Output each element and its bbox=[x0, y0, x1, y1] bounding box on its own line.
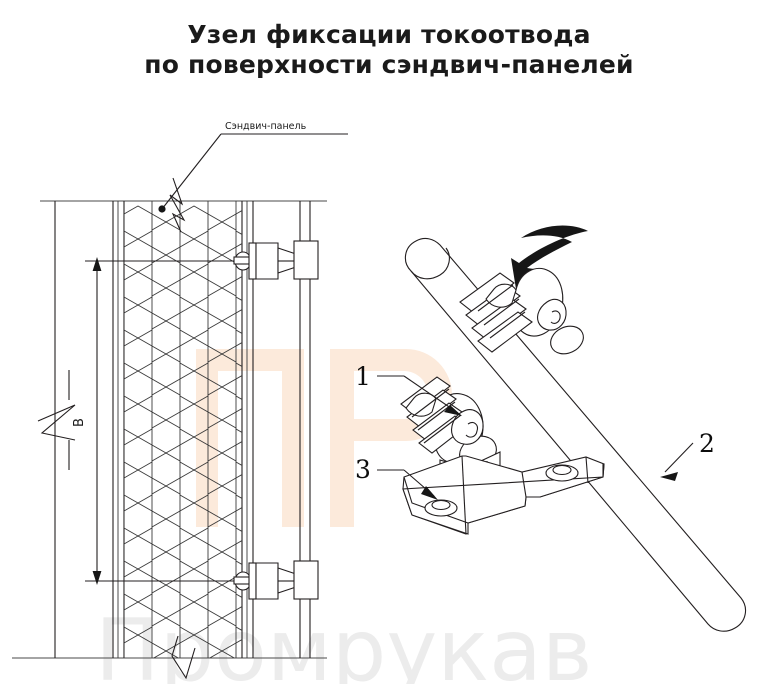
top-break-symbol bbox=[169, 177, 186, 233]
clamp-fastener-lower bbox=[113, 560, 319, 600]
dimension-B: В bbox=[37, 257, 130, 585]
bottom-break-symbol bbox=[171, 635, 196, 680]
callout-2-number: 2 bbox=[699, 429, 715, 458]
honeycomb-core bbox=[124, 201, 242, 658]
dimension-label-B: В bbox=[72, 418, 87, 427]
dim-arrow-down bbox=[92, 571, 102, 585]
wall-section-left: Сэндвич-панель bbox=[12, 121, 348, 680]
panel-label-leader bbox=[161, 133, 222, 210]
clamp-fastener-upper bbox=[113, 240, 319, 280]
dim-arrow-up bbox=[92, 257, 102, 271]
mounting-base-plate bbox=[402, 455, 605, 535]
spring-clip-holder-mounted bbox=[400, 376, 497, 469]
panel-label-text: Сэндвич-панель bbox=[225, 121, 307, 132]
callout-1-arrowhead bbox=[444, 405, 462, 416]
callout-2-arrowhead bbox=[660, 472, 678, 481]
callout-3-number: 3 bbox=[355, 455, 371, 484]
callout-3-arrowhead bbox=[421, 486, 438, 500]
panel-label-leader-dot bbox=[158, 205, 166, 213]
callout-3: 3 bbox=[355, 455, 438, 500]
left-extension-break-zigzag bbox=[37, 404, 76, 441]
watermark-brand-text: Промрукав bbox=[95, 601, 593, 684]
callout-1: 1 bbox=[355, 362, 462, 416]
callout-1-number: 1 bbox=[355, 362, 371, 391]
spring-clip-holder-open bbox=[459, 267, 584, 355]
callout-2: 2 bbox=[660, 429, 715, 481]
title-line-2: по поверхности сэндвич-панелей bbox=[144, 50, 634, 79]
title-line-1: Узел фиксации токоотвода bbox=[187, 20, 590, 49]
callout-2-leader bbox=[664, 442, 694, 473]
clamp-assembly-isometric: 1 3 2 bbox=[355, 225, 747, 632]
